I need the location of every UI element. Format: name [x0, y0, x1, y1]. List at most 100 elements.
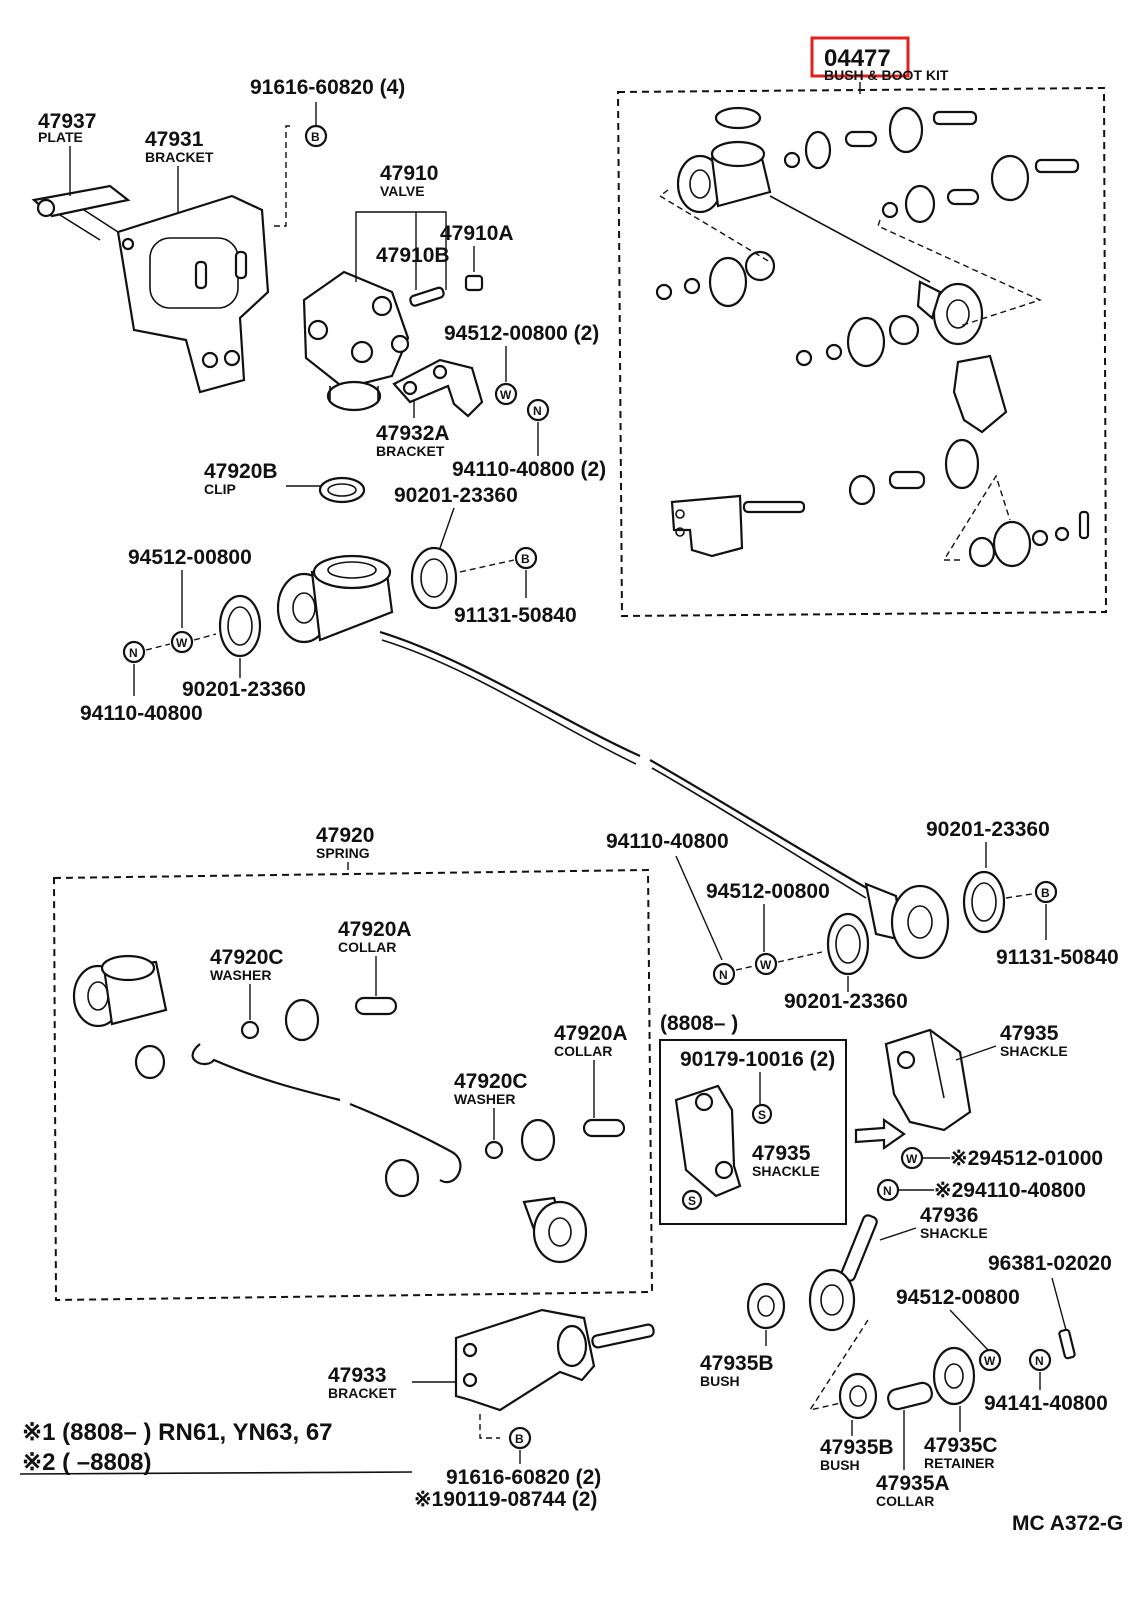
label-90201-c: 90201-23360: [926, 818, 1050, 841]
seal-90201-d: [962, 870, 1006, 934]
svg-text:B: B: [515, 1432, 524, 1446]
label-47935B-b: 47935B: [820, 1436, 894, 1459]
svg-text:B: B: [521, 552, 530, 566]
shackle-inset: S S: [674, 1084, 773, 1211]
label-47910-name: VALVE: [380, 183, 425, 199]
label-90201-d: 90201-23360: [784, 990, 908, 1013]
kit-callout: 04477 BUSH & BOOT KIT: [810, 36, 949, 83]
svg-text:N: N: [1035, 1354, 1044, 1368]
label-47935-name: SHACKLE: [1000, 1043, 1068, 1059]
kit-contents: [655, 106, 1090, 568]
label-47932A-name: BRACKET: [376, 443, 445, 459]
plate-47937: [31, 184, 131, 241]
bush-47935B-lower: [838, 1372, 878, 1420]
washer-mark-5: W: [978, 1348, 1002, 1372]
svg-text:W: W: [500, 388, 512, 402]
washer-mark-3: W: [754, 952, 778, 976]
label-47935: 47935: [1000, 1022, 1059, 1045]
seal-90201-a: [410, 546, 458, 610]
label-47936-name: SHACKLE: [920, 1225, 988, 1241]
label-47935B-b-name: BUSH: [820, 1457, 860, 1473]
label-47920C-a-name: WASHER: [210, 967, 271, 983]
label-47920A-b-name: COLLAR: [554, 1043, 612, 1059]
bolt-mark-4: B: [508, 1426, 532, 1450]
notes-divider: [19, 1471, 413, 1475]
label-47931-name: BRACKET: [145, 149, 214, 165]
screw-mark-1: S: [751, 1103, 773, 1125]
bolt-mark-3: B: [1034, 880, 1058, 904]
svg-text:S: S: [758, 1108, 766, 1122]
collar-47935A: [887, 1381, 933, 1411]
label-47931: 47931: [145, 128, 204, 151]
link-housing-left: [276, 554, 394, 644]
grease-nipple-96381: [1058, 1328, 1076, 1360]
label-94141: 94141-40800: [984, 1392, 1108, 1415]
label-47935C-name: RETAINER: [924, 1455, 995, 1471]
screw-mark-2: S: [681, 1189, 703, 1211]
valve-47910: [302, 270, 410, 412]
kit-frame: [616, 86, 1108, 618]
label-47910: 47910: [380, 162, 438, 185]
label-47932A: 47932A: [376, 422, 450, 445]
label-94110-b: 94110-40800: [606, 830, 729, 853]
rod-end-right: [864, 882, 950, 960]
label-94110-2: 94110-40800 (2): [452, 458, 606, 481]
svg-text:N: N: [883, 1184, 892, 1198]
label-47920A-a-name: COLLAR: [338, 939, 396, 955]
svg-text:W: W: [176, 636, 188, 650]
bracket-47931: [116, 194, 270, 394]
spring-frame: [52, 868, 654, 1302]
bush-47935B-upper: [746, 1282, 786, 1330]
svg-text:N: N: [129, 646, 138, 660]
label-47935B-a: 47935B: [700, 1352, 774, 1375]
svg-text:W: W: [760, 958, 772, 972]
label-47935A-name: COLLAR: [876, 1493, 934, 1509]
label-94512-01000: ※294512-01000: [950, 1147, 1103, 1170]
label-47937: 47937: [38, 110, 96, 133]
note-2: ※2 ( –8808): [22, 1449, 152, 1476]
label-47935-inner: 47935: [752, 1142, 811, 1165]
bracket-47933: [454, 1308, 655, 1412]
label-91131-b: 91131-50840: [996, 946, 1119, 969]
label-94512-2: 94512-00800 (2): [444, 322, 599, 345]
nut-mark-2: N: [122, 640, 146, 664]
label-47920-name: SPRING: [316, 845, 370, 861]
label-90179: 90179-10016 (2): [680, 1048, 835, 1071]
figure-code: MC A372-G: [1012, 1512, 1123, 1535]
label-47920: 47920: [316, 824, 374, 847]
note-1: ※1 (8808– ) RN61, YN63, 67: [22, 1419, 333, 1446]
shackle-47935: [884, 1028, 972, 1132]
label-90119: ※190119-08744 (2): [414, 1488, 597, 1511]
seal-90201-c: [826, 912, 870, 976]
retainer-47935C: [932, 1346, 976, 1406]
label-94512-b: 94512-00800: [706, 880, 830, 903]
label-47920C-b-name: WASHER: [454, 1091, 515, 1107]
washer-mark-2: W: [170, 630, 194, 654]
shackle-47936: [808, 1214, 878, 1332]
label-47937-name: PLATE: [38, 129, 83, 145]
label-47920C-b: 47920C: [454, 1070, 528, 1093]
label-94110-a: 94110-40800: [80, 702, 203, 725]
label-47933-name: BRACKET: [328, 1385, 397, 1401]
cap-47910A: [464, 274, 484, 292]
label-90201-a: 90201-23360: [394, 484, 518, 507]
bracket-47932A: [392, 358, 484, 418]
seal-90201-b: [218, 594, 262, 658]
svg-text:N: N: [533, 404, 542, 418]
label-47936: 47936: [920, 1204, 978, 1227]
nut-mark-4: N: [876, 1178, 900, 1202]
washer-mark-4: W: [900, 1146, 924, 1170]
svg-text:W: W: [984, 1354, 996, 1368]
label-47920B-name: CLIP: [204, 481, 236, 497]
label-8808: (8808– ): [660, 1012, 738, 1035]
spring-assembly: [72, 954, 626, 1264]
svg-text:S: S: [688, 1194, 696, 1208]
bolt-mark-2: B: [514, 546, 538, 570]
shackle-inset-frame: [659, 1039, 847, 1225]
control-rod: [379, 630, 871, 899]
label-47920B: 47920B: [204, 460, 278, 483]
bolt-mark-top: B: [304, 124, 328, 148]
nut-mark-1: N: [526, 398, 550, 422]
label-47935A: 47935A: [876, 1472, 950, 1495]
